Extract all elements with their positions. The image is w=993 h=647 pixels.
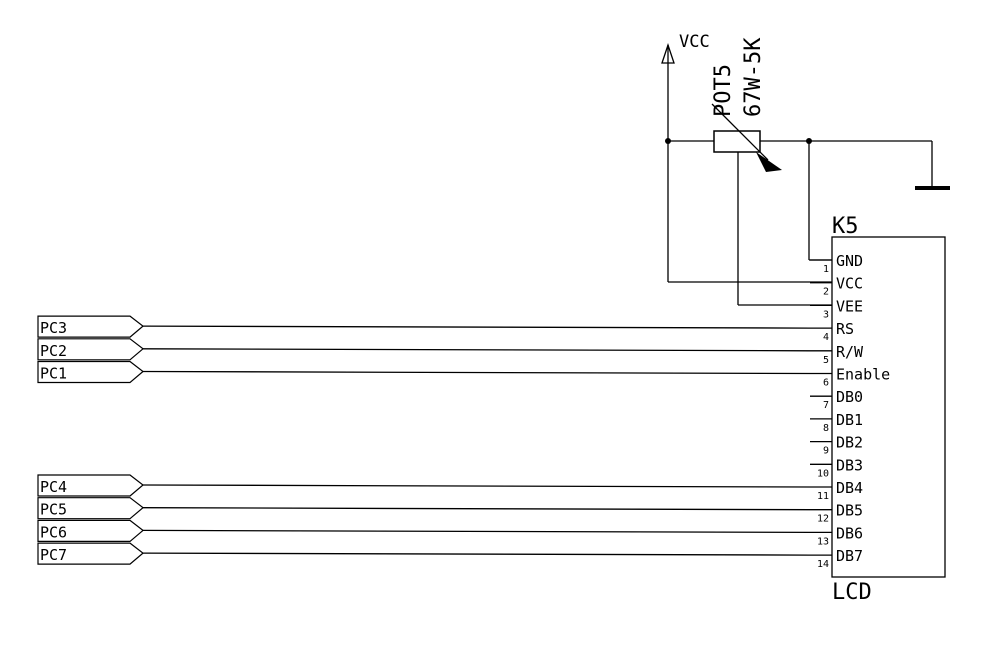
port-connector-shape xyxy=(37,360,144,384)
port-connector-shape xyxy=(37,542,144,565)
signal-wire xyxy=(142,325,811,329)
port-connector-shape xyxy=(37,315,144,338)
pot-wiper-arrow-icon xyxy=(756,152,782,172)
potentiometer: POT5 67W-5K xyxy=(665,37,932,305)
lcd-pin-7: 7 DB0 xyxy=(810,388,863,411)
lcd-pin-12: 12 DB5 xyxy=(810,502,863,525)
lcd-pin-9: 9 DB2 xyxy=(810,434,863,457)
port-connector-shape xyxy=(37,519,144,543)
signal-wire xyxy=(142,529,811,534)
pot-adjust-line xyxy=(711,103,769,161)
lcd-pin-13: 13 DB6 xyxy=(810,524,863,547)
pin-label: DB4 xyxy=(836,479,863,497)
vcc-power-symbol: VCC xyxy=(661,32,710,282)
port-pc7: PC7 xyxy=(37,542,811,565)
port-pc4: PC4 xyxy=(37,474,811,497)
lcd-pin-10: 10 DB3 xyxy=(810,456,863,479)
pin-label: DB5 xyxy=(836,502,863,520)
lcd-pin-6: 6 Enable xyxy=(810,366,890,389)
pin-label: DB0 xyxy=(836,388,863,406)
pot-body xyxy=(713,130,761,153)
junction-dot xyxy=(665,138,671,144)
pin-number: 13 xyxy=(817,536,829,547)
pin-number: 14 xyxy=(817,559,829,570)
pin-label: VEE xyxy=(836,297,863,315)
port-label: PC4 xyxy=(40,478,67,496)
lcd-body xyxy=(831,236,946,578)
pin-number: 12 xyxy=(817,514,829,525)
lcd-pin-5: 5 R/W xyxy=(810,343,864,366)
signal-wire xyxy=(142,484,811,488)
port-connector-shape xyxy=(37,474,144,497)
pin-number: 3 xyxy=(823,309,829,320)
lcd-pin-8: 8 DB1 xyxy=(810,411,863,434)
signal-wire xyxy=(142,552,811,556)
lcd-pins: 1 GND 2 VCC 3 VEE 4 RS 5 R/W 6 Enable 7 DB0 8 DB1 9 DB2 10… xyxy=(810,252,890,570)
ground-symbol xyxy=(915,141,950,190)
port-label: PC7 xyxy=(40,546,67,564)
pin-number: 7 xyxy=(823,400,829,411)
signal-wire xyxy=(142,370,811,375)
lcd-pin-14: 14 DB7 xyxy=(810,547,863,570)
pin-label: DB2 xyxy=(836,434,863,452)
port-connector-shape xyxy=(37,497,144,520)
pin-number: 1 xyxy=(823,264,829,275)
pin-label: Enable xyxy=(836,366,890,384)
pin-number: 9 xyxy=(823,446,829,457)
pin-label: VCC xyxy=(836,275,863,293)
pot-name: POT5 xyxy=(711,64,736,117)
vcc-arrow-icon xyxy=(661,42,675,64)
pin-number: 8 xyxy=(823,423,829,434)
port-pc5: PC5 xyxy=(37,497,811,520)
lcd-pin-11: 11 DB4 xyxy=(810,479,863,502)
pin-label: DB7 xyxy=(836,547,863,565)
port-pc2: PC2 xyxy=(37,338,811,361)
port-label: PC5 xyxy=(40,501,67,519)
pin-number: 5 xyxy=(823,355,829,366)
port-label: PC3 xyxy=(40,319,67,337)
port-pc1: PC1 xyxy=(37,360,811,384)
pin-number: 6 xyxy=(823,378,829,389)
signal-wire xyxy=(142,348,811,352)
vcc-label: VCC xyxy=(679,32,710,52)
pin-label: DB1 xyxy=(836,411,863,429)
port-pc3: PC3 xyxy=(37,315,811,338)
port-connector-shape xyxy=(37,338,144,361)
pin-label: R/W xyxy=(836,343,864,361)
lcd-pin-4: 4 RS xyxy=(810,320,854,343)
pot-value: 67W-5K xyxy=(741,37,766,117)
pin-label: GND xyxy=(836,252,863,270)
lcd-pin-2: 2 VCC xyxy=(810,275,863,298)
pin-label: DB3 xyxy=(836,456,863,474)
port-pc6: PC6 xyxy=(37,519,811,543)
lcd-pin-1: 1 GND xyxy=(810,252,863,275)
signal-wire xyxy=(142,507,811,511)
port-label: PC6 xyxy=(40,523,67,541)
pin-label: RS xyxy=(836,320,854,338)
lcd-name: LCD xyxy=(832,580,872,605)
pin-number: 4 xyxy=(823,332,829,343)
port-label: PC1 xyxy=(40,365,67,383)
pin-number: 10 xyxy=(817,468,829,479)
pin-number: 11 xyxy=(817,491,829,502)
port-label: PC2 xyxy=(40,342,67,360)
pin-label: DB6 xyxy=(836,524,863,542)
lcd-pin-3: 3 VEE xyxy=(810,297,863,320)
lcd-reference: K5 xyxy=(832,214,859,239)
pin-number: 2 xyxy=(823,287,829,298)
